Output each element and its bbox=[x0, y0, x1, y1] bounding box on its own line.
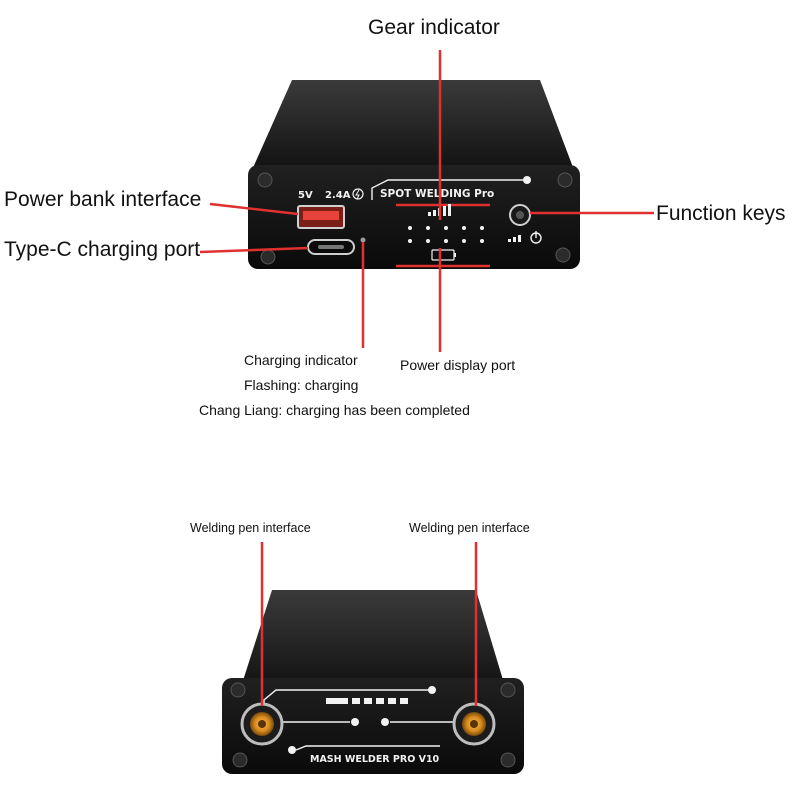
screw-icon bbox=[257, 172, 273, 188]
welding-pen-interface-left-label: Welding pen interface bbox=[190, 521, 311, 535]
screw-icon bbox=[557, 172, 573, 188]
top-device: 5V 2.4A SPOT WELDING Pro bbox=[248, 80, 580, 269]
top-brand-label: SPOT WELDING Pro bbox=[380, 188, 494, 200]
power-display-dots bbox=[408, 226, 484, 243]
flashing-charging-label: Flashing: charging bbox=[244, 377, 359, 393]
type-c-line bbox=[199, 246, 309, 254]
bottom-brand-label: MASH WELDER PRO V10 bbox=[310, 754, 440, 765]
type-c-charging-port-label: Type-C charging port bbox=[4, 238, 201, 261]
bottom-device: MASH WELDER PRO V10 bbox=[222, 590, 524, 774]
function-keys-label: Function keys bbox=[656, 202, 786, 225]
screw-icon bbox=[230, 682, 246, 698]
power-bank-interface-label: Power bank interface bbox=[4, 188, 202, 211]
usb-spec-current: 2.4A bbox=[325, 190, 351, 201]
top-device-lid bbox=[252, 80, 574, 170]
screw-icon bbox=[500, 752, 516, 768]
power-display-port-label: Power display port bbox=[400, 357, 516, 373]
bottom-device-lid bbox=[240, 590, 506, 690]
gear-indicator-label: Gear indicator bbox=[368, 16, 500, 39]
screw-icon bbox=[500, 682, 516, 698]
welding-socket-right bbox=[452, 702, 496, 746]
screw-icon bbox=[260, 249, 276, 265]
welding-pen-interface-right-label: Welding pen interface bbox=[409, 521, 530, 535]
welding-socket-left bbox=[240, 702, 284, 746]
usb-spec-voltage: 5V bbox=[298, 190, 313, 201]
lightning-icon bbox=[352, 188, 364, 200]
charging-completed-label: Chang Liang: charging has been completed bbox=[199, 402, 470, 418]
callout-lines bbox=[199, 50, 654, 706]
power-bank-line bbox=[209, 202, 299, 216]
screw-icon bbox=[555, 247, 571, 263]
screw-icon bbox=[232, 752, 248, 768]
charging-led-icon bbox=[360, 237, 366, 243]
charging-indicator-label: Charging indicator bbox=[244, 352, 358, 368]
